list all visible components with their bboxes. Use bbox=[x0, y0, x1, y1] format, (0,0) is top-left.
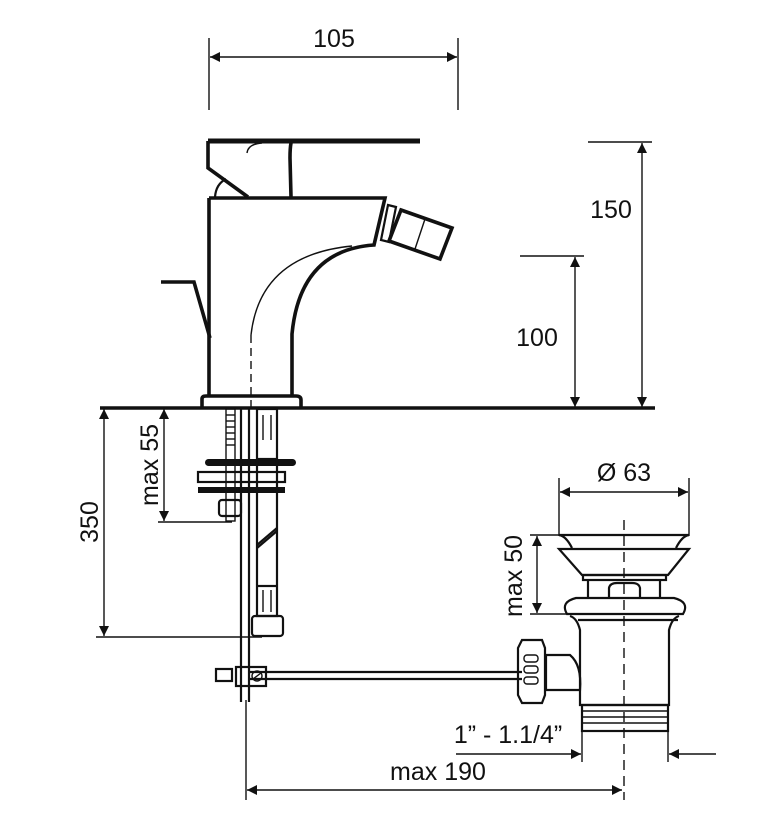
dimension-label: max 50 bbox=[500, 535, 528, 617]
dimension-350: 350 bbox=[76, 409, 262, 638]
dimension-label: Ø 63 bbox=[597, 459, 651, 487]
faucet-body bbox=[161, 138, 455, 408]
dimension-105: 105 bbox=[208, 25, 459, 110]
dimension-150: 150 bbox=[588, 141, 652, 407]
dimension-label: 1” - 1.1/4” bbox=[454, 721, 562, 749]
dimension-thread: 1” - 1.1/4” bbox=[454, 721, 716, 762]
dimension-label: max 55 bbox=[136, 424, 164, 506]
dimension-label: 150 bbox=[590, 196, 632, 224]
dimension-label: 105 bbox=[313, 25, 355, 53]
dimension-diameter-63: Ø 63 bbox=[558, 459, 690, 536]
dimension-label: 100 bbox=[516, 324, 558, 352]
dimension-max-55: max 55 bbox=[136, 409, 232, 523]
nozzle bbox=[379, 203, 455, 262]
dimension-label: max 190 bbox=[390, 758, 486, 786]
dimension-label: 350 bbox=[76, 501, 104, 543]
dimension-max-50: max 50 bbox=[500, 534, 570, 617]
waste-drain bbox=[516, 520, 692, 800]
mounting-hardware bbox=[196, 407, 522, 800]
dimension-100: 100 bbox=[516, 255, 584, 407]
dimension-max-190: max 190 bbox=[247, 758, 622, 795]
